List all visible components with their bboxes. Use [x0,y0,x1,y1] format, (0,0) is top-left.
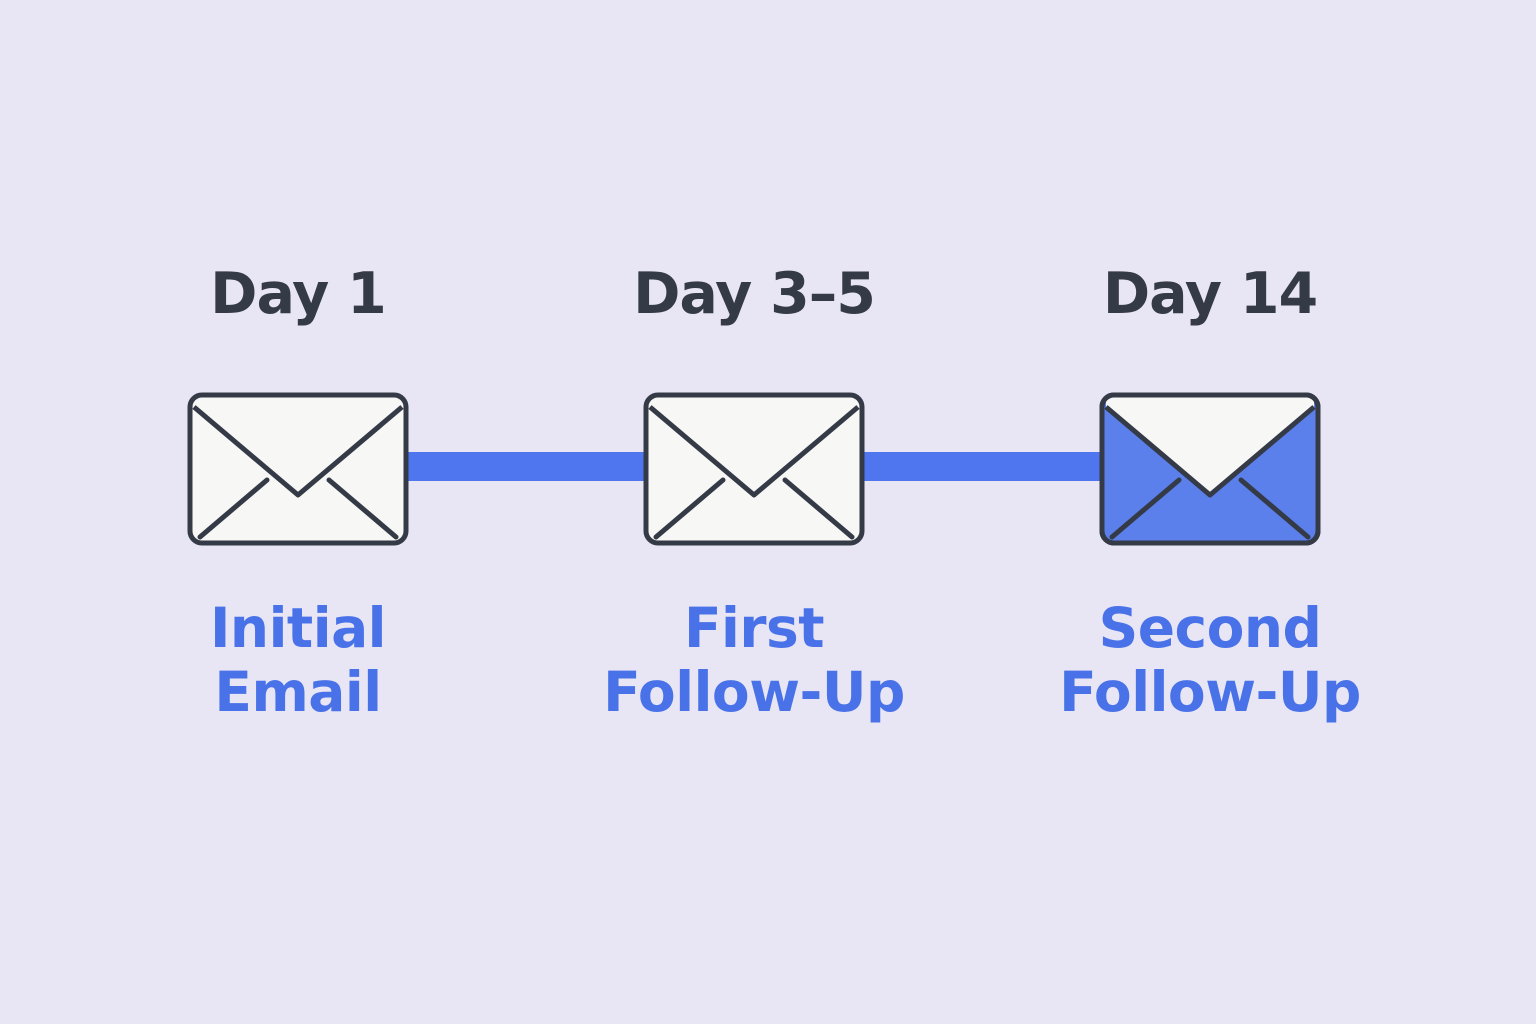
step-label-line-2: Follow-Up [1059,660,1361,724]
step-label-line-2: Email [214,660,382,724]
day-label: Day 1 [210,261,387,327]
day-label: Day 3–5 [633,261,876,327]
envelope-icon [643,392,865,546]
step-label-line-1: Initial [209,596,387,660]
step-label-line-2: Follow-Up [603,660,905,724]
timeline-step-initial-email: Day 1 Initial Email [88,258,508,724]
step-label: Second Follow-Up [1059,596,1361,724]
timeline-step-second-follow-up: Day 14 Second Follow-Up [1000,258,1420,724]
envelope-icon [1099,392,1321,546]
day-label: Day 14 [1102,261,1318,327]
timeline-connector-2 [860,452,1105,481]
step-label: First Follow-Up [603,596,905,724]
timeline-connector-1 [404,452,648,481]
step-label-line-1: First [683,596,825,660]
step-label: Initial Email [209,596,387,724]
step-label-line-1: Second [1098,596,1322,660]
timeline-step-first-follow-up: Day 3–5 First Follow-Up [544,258,964,724]
envelope-icon [187,392,409,546]
